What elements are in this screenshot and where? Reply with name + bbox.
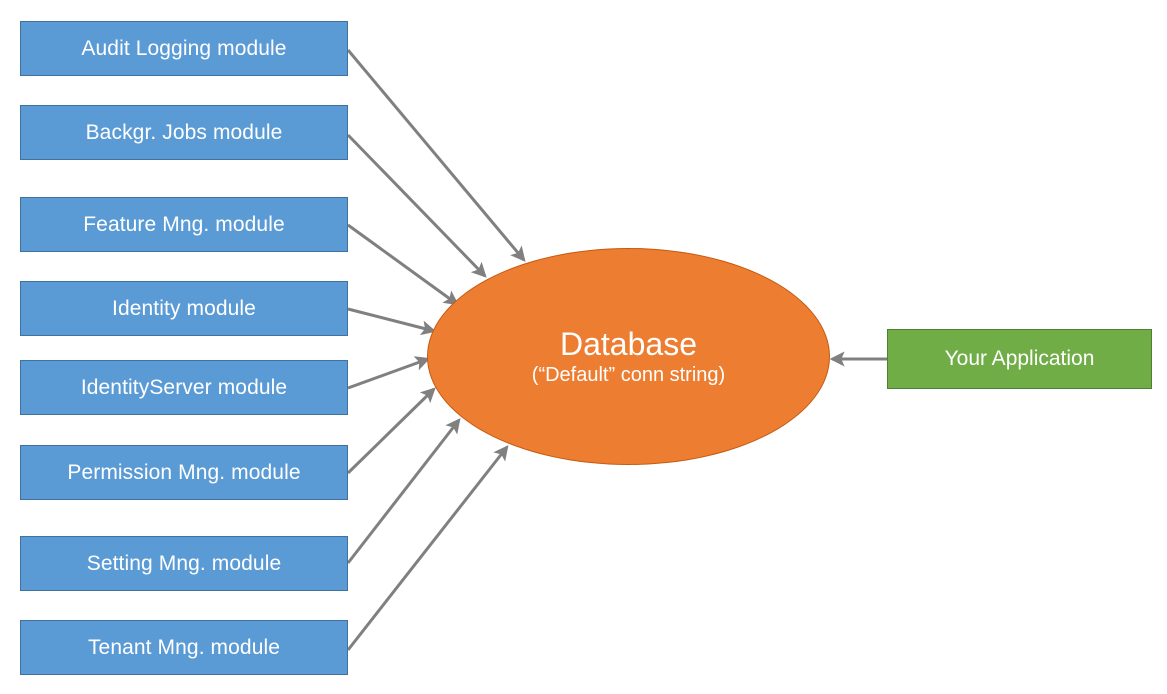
connector-permission-management-to-database [346,387,436,475]
module-node-feature-management[interactable]: Feature Mng. module [20,197,348,252]
connector-background-jobs-to-database [346,133,487,278]
database-subtitle: (“Default” conn string) [531,364,726,387]
module-node-background-jobs[interactable]: Backgr. Jobs module [20,105,348,160]
module-label: Feature Mng. module [83,212,285,236]
database-title: Database [560,325,697,362]
module-label: IdentityServer module [80,375,288,399]
connector-identity-to-database [347,307,437,336]
module-label: Tenant Mng. module [87,635,281,659]
module-node-setting-management[interactable]: Setting Mng. module [20,536,348,591]
connector-setting-management-to-database [346,418,461,564]
module-node-identity-server[interactable]: IdentityServer module [20,360,348,415]
connector-tenant-management-to-database [346,445,509,651]
module-node-permission-management[interactable]: Permission Mng. module [20,445,348,500]
module-label: Backgr. Jobs module [85,120,283,144]
your-application-label: Your Application [944,347,1095,370]
connector-audit-logging-to-database [346,49,526,262]
connector-feature-management-to-database [347,223,459,306]
module-node-tenant-management[interactable]: Tenant Mng. module [20,620,348,675]
module-label: Setting Mng. module [86,551,282,575]
module-label: Identity module [112,296,256,320]
module-label: Audit Logging module [81,36,287,60]
connector-identity-server-to-database [347,356,431,390]
database-node[interactable]: Database (“Default” conn string) [427,248,830,465]
module-node-audit-logging[interactable]: Audit Logging module [20,21,348,76]
module-node-identity[interactable]: Identity module [20,281,348,336]
your-application-node[interactable]: Your Application [887,329,1152,389]
module-label: Permission Mng. module [67,460,301,484]
